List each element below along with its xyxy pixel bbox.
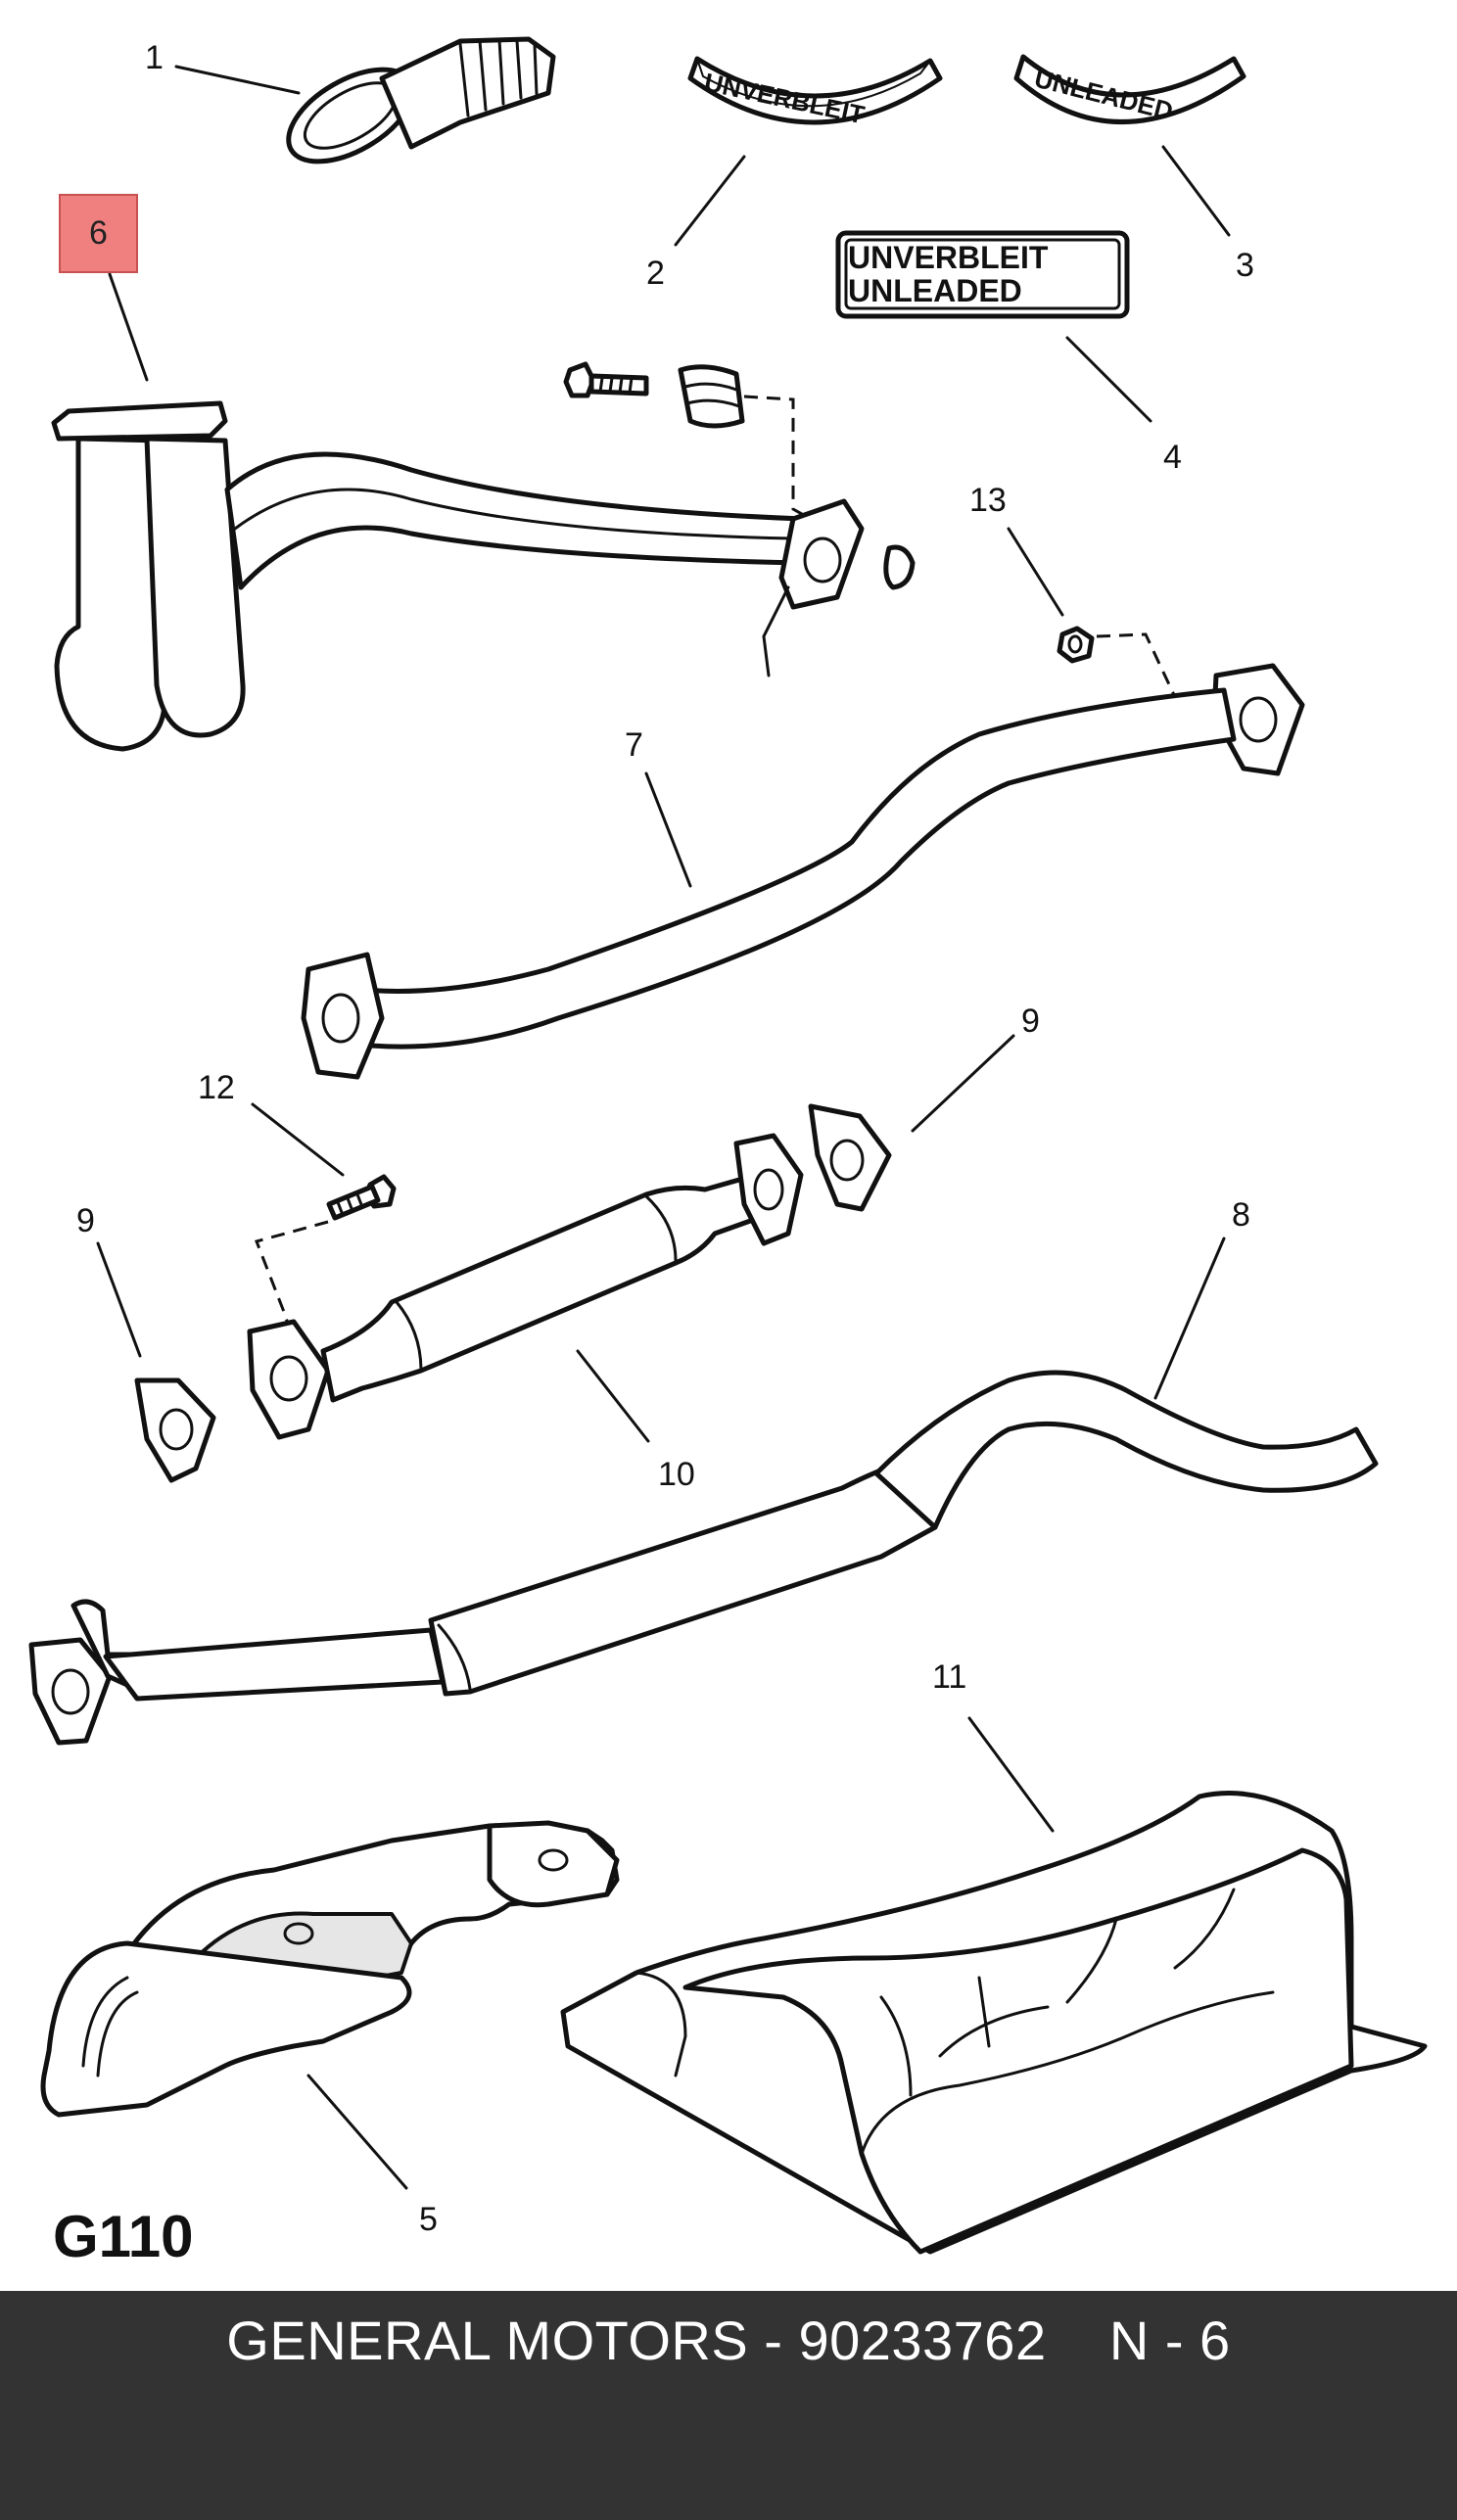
part-9-gasket-right [808, 1103, 892, 1212]
leader-4 [1065, 336, 1152, 423]
callout-8: 8 [1232, 1196, 1250, 1234]
callout-13: 13 [969, 482, 1007, 519]
leader-12 [251, 1102, 345, 1177]
callout-9-left: 9 [76, 1202, 95, 1239]
part-7-intermediate-pipe [301, 663, 1305, 1080]
footer-part-number-text: GENERAL MOTORS - 90233762 N - 6 [226, 2310, 1231, 2371]
part-3-label-unleaded: UNLEADED [1013, 54, 1246, 126]
part-2-label-unverbleit: UNVERBLEIT [687, 56, 943, 129]
callout-3: 3 [1236, 247, 1254, 284]
leader-1 [174, 65, 301, 95]
part-1-filler-boot [286, 36, 556, 164]
callout-1: 1 [145, 39, 164, 76]
highlighted-callout-6: 6 [59, 194, 138, 273]
callout-10: 10 [658, 1456, 695, 1493]
part-5-heat-shield-front [40, 1820, 620, 2118]
callout-9-right: 9 [1021, 1003, 1040, 1040]
leader-6 [108, 272, 149, 382]
part-6-front-pipe [51, 400, 916, 752]
leader-2 [674, 155, 746, 247]
callout-11: 11 [932, 1658, 966, 1696]
leader-11 [967, 1716, 1055, 1833]
leader-8 [1153, 1237, 1226, 1400]
mount-bolt-and-rubber [563, 361, 745, 429]
exhaust-system-diagram: 1 UNVERBLEIT 2 UNLEADED 3 UNVERBLEIT UNL… [28, 36, 1428, 2255]
footer-bar: GENERAL MOTORS - 90233762 N - 6 [0, 2291, 1457, 2520]
leader-7 [644, 771, 692, 888]
leader-13 [1007, 527, 1064, 617]
label-4-line1: UNVERBLEIT [848, 240, 1049, 275]
figure-code: G110 [53, 2204, 194, 2269]
assembly-line-nut [1096, 632, 1215, 702]
leader-3 [1161, 145, 1231, 237]
leader-9-left [96, 1241, 142, 1358]
callout-12: 12 [198, 1069, 235, 1106]
assembly-line-mount [743, 395, 812, 521]
part-12-bolt [326, 1174, 397, 1221]
callout-2: 2 [646, 255, 665, 292]
callout-5: 5 [419, 2201, 438, 2238]
part-8-rear-pipe [28, 1370, 1379, 1746]
part-9-gasket-left [134, 1377, 216, 1483]
part-4-label-rectangular: UNVERBLEIT UNLEADED [835, 230, 1130, 319]
label-4-line2: UNLEADED [848, 273, 1022, 308]
callout-4: 4 [1163, 439, 1182, 476]
callout-7: 7 [625, 726, 643, 764]
leader-10 [576, 1349, 650, 1443]
leader-5 [306, 2074, 408, 2190]
part-10-catalytic-converter [247, 1133, 804, 1440]
part-13-nut [1057, 626, 1095, 664]
leader-9-right [911, 1034, 1015, 1133]
part-11-heat-shield-rear [560, 1791, 1428, 2255]
